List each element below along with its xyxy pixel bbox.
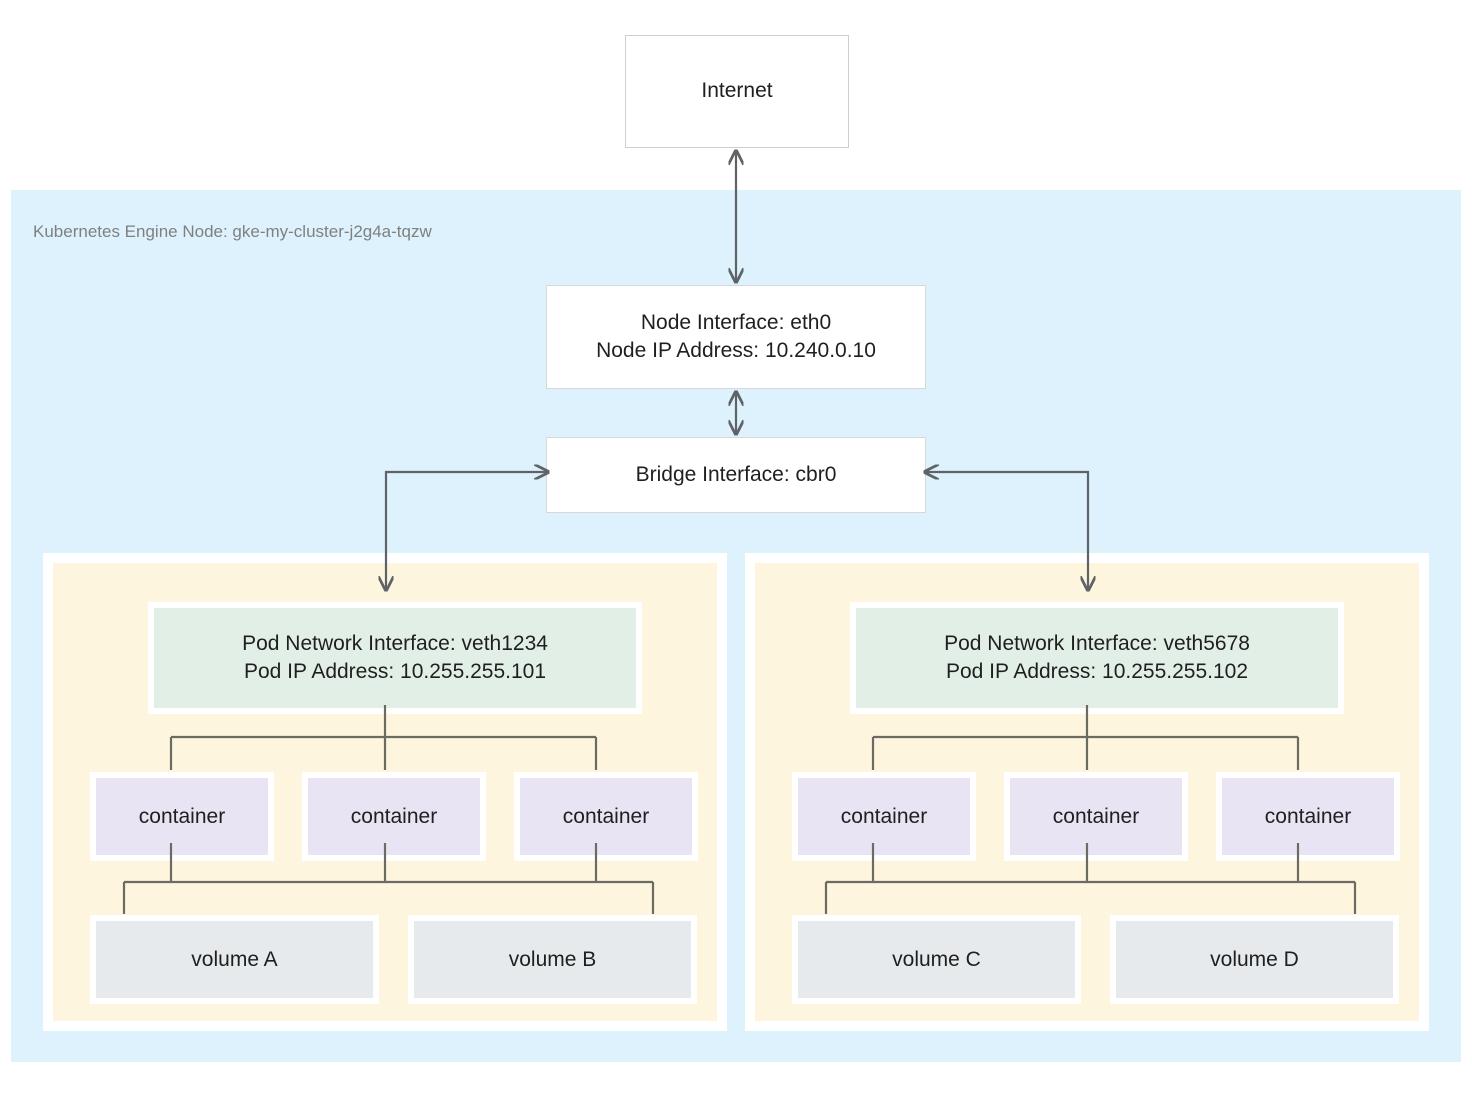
pod-1-container-1: container	[90, 772, 274, 861]
pod-1-container-2: container	[302, 772, 486, 861]
eth0-interface-line: Node Interface: eth0	[640, 310, 832, 334]
region-kubernetes-node-label: Kubernetes Engine Node: gke-my-cluster-j…	[33, 222, 432, 241]
pod-1-volume-b: volume B	[408, 915, 697, 1004]
pod-2-ip-line: Pod IP Address: 10.255.255.102	[945, 660, 1249, 683]
pod-1-iface-line: Pod Network Interface: veth1234	[242, 631, 548, 655]
pod-2-container-1: container	[792, 772, 976, 861]
node-internet: Internet	[625, 35, 849, 148]
pod-1-volume-a: volume A	[90, 915, 379, 1004]
pod-2-container-3: container	[1216, 772, 1400, 861]
pod-1-container-3: container	[514, 772, 698, 861]
region-pod-2: Pod Network Interface: veth5678 Pod IP A…	[745, 553, 1429, 1031]
pod-2-volume-d: volume D	[1110, 915, 1399, 1004]
pod-2-network-interface: Pod Network Interface: veth5678 Pod IP A…	[850, 602, 1344, 714]
eth0-ip-line: Node IP Address: 10.240.0.10	[596, 339, 876, 362]
region-pod-1: Pod Network Interface: veth1234 Pod IP A…	[43, 553, 727, 1031]
pod-2-iface-line: Pod Network Interface: veth5678	[944, 631, 1250, 655]
pod-1-network-interface: Pod Network Interface: veth1234 Pod IP A…	[148, 602, 642, 714]
pod-2-container-2: container	[1004, 772, 1188, 861]
node-bridge-cbr0: Bridge Interface: cbr0	[546, 437, 926, 513]
pod-1-ip-line: Pod IP Address: 10.255.255.101	[243, 660, 547, 683]
node-eth0-interface: Node Interface: eth0 Node IP Address: 10…	[546, 285, 926, 389]
pod-2-volume-c: volume C	[792, 915, 1081, 1004]
